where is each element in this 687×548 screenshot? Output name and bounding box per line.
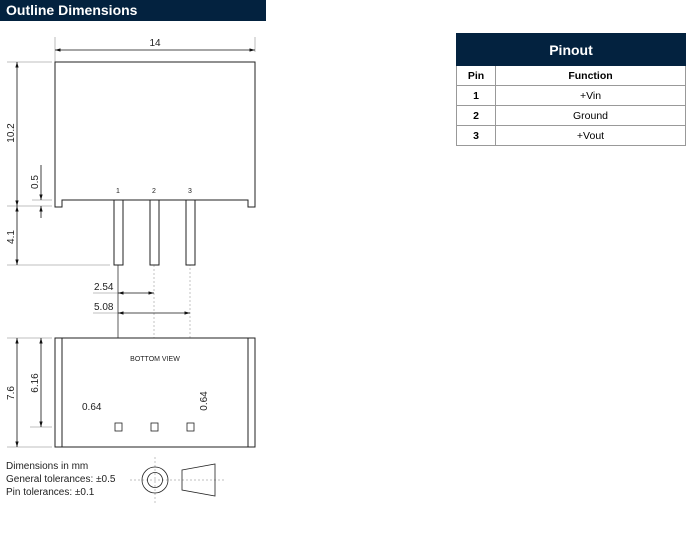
pin-2 [149, 199, 160, 266]
bottom-view-label: BOTTOM VIEW [130, 356, 180, 363]
dim-width: 14 [149, 38, 161, 49]
table-row: 1+Vin [456, 85, 686, 106]
dim-depth: 7.6 [6, 386, 17, 400]
dim-pitch2: 5.08 [94, 302, 114, 313]
col-function: Function [495, 65, 686, 86]
note: Pin tolerances: ±0.1 [6, 487, 95, 498]
pinout-title: Pinout [456, 33, 686, 66]
note: Dimensions in mm [6, 461, 89, 472]
pin-1 [113, 199, 124, 266]
pin-label: 2 [152, 188, 156, 195]
dim-pin-h: 0.64 [199, 391, 210, 411]
dim-height: 10.2 [6, 123, 17, 143]
section-title: Outline Dimensions [0, 0, 266, 21]
dim-pin-length: 4.1 [6, 230, 17, 244]
dim-pitch1: 2.54 [94, 282, 114, 293]
pin-3 [185, 199, 196, 266]
notes: Dimensions in mm General tolerances: ±0.… [6, 460, 115, 499]
pin-label: 3 [188, 188, 192, 195]
dim-pin-w: 0.64 [82, 402, 102, 413]
dim-pin-row: 6.16 [30, 373, 41, 393]
module-body-side [54, 61, 256, 208]
table-row: 3+Vout [456, 125, 686, 146]
note: General tolerances: ±0.5 [6, 474, 116, 485]
dim-standoff: 0.5 [30, 175, 41, 189]
col-pin: Pin [456, 65, 496, 86]
pin-label: 1 [116, 188, 120, 195]
